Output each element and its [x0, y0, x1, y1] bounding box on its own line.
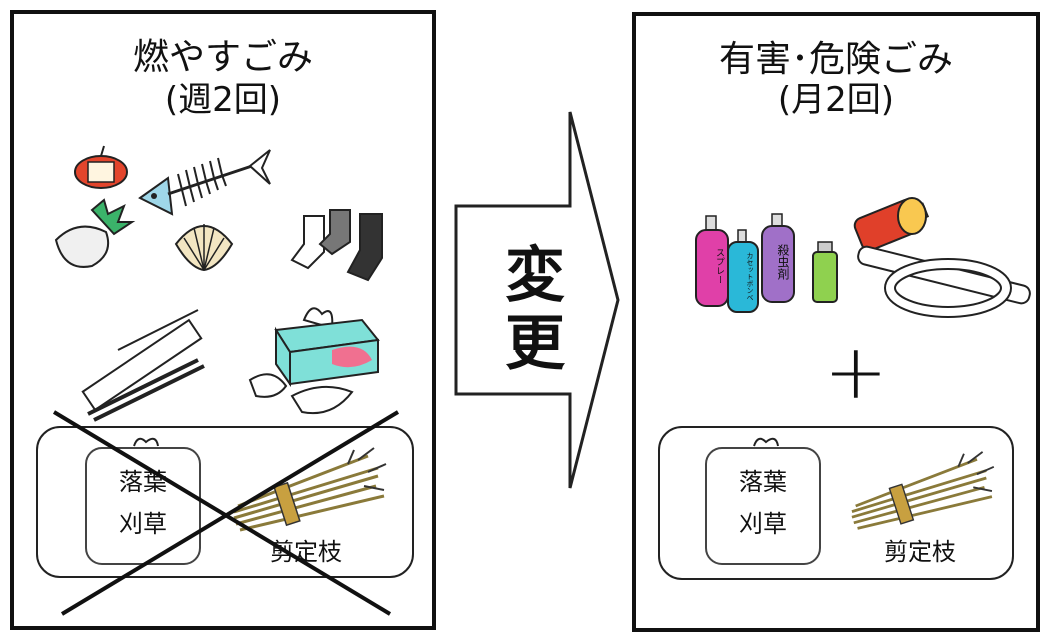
- yard-waste-box: 落葉 刈草 剪定枝: [658, 426, 1014, 580]
- hazardous-waste-frequency: (月2回): [777, 80, 895, 120]
- pruned-branches-icon: [233, 447, 387, 532]
- branches-label: 剪定枝: [884, 538, 956, 566]
- gas-canister-label: カセットボンベ: [746, 252, 754, 301]
- pruned-branches-icon: [851, 451, 995, 530]
- cross-out-mark: [52, 410, 400, 616]
- fluorescent-lamp-icon: [857, 245, 1031, 318]
- garbage-bag-icon: [705, 437, 821, 565]
- bag-label-line1: 落葉: [739, 468, 787, 496]
- burnable-waste-panel: 燃やすごみ (週2回): [10, 10, 436, 630]
- insecticide-can-label: 殺虫剤: [776, 244, 790, 280]
- fish-bone-icon: [138, 149, 271, 216]
- chopsticks-icon: [81, 309, 205, 422]
- battery-icon: [853, 197, 930, 252]
- bag-label-line1: 落葉: [119, 468, 167, 496]
- hazardous-waste-panel: 有害･危険ごみ (月2回) スプレー カセットボンベ 殺虫剤 +: [632, 12, 1040, 632]
- gas-canister-icon: [727, 229, 759, 313]
- tissue-box-icon: [248, 307, 380, 414]
- hazardous-waste-title: 有害･危険ごみ: [718, 39, 953, 80]
- burnable-waste-frequency: (週2回): [164, 80, 282, 120]
- plus-sign: +: [824, 327, 888, 416]
- change-label-line2: 更: [505, 309, 565, 379]
- spray-can-label: スプレー: [714, 248, 724, 284]
- yard-waste-box: 落葉 刈草 剪定枝: [36, 426, 414, 578]
- lighter-icon: [812, 241, 838, 303]
- burnable-waste-title: 燃やすごみ: [132, 37, 313, 78]
- change-label-line1: 変: [505, 241, 565, 311]
- spray-can-icon: [695, 215, 729, 307]
- radish-icon: [54, 198, 136, 268]
- insecticide-can-icon: [761, 213, 795, 303]
- bag-label-line2: 刈草: [119, 510, 167, 538]
- change-arrow-icon: [454, 111, 620, 489]
- bag-label-line2: 刈草: [739, 510, 787, 538]
- shell-icon: [174, 224, 234, 272]
- apple-core-icon: [74, 145, 128, 189]
- socks-icon: [290, 209, 383, 282]
